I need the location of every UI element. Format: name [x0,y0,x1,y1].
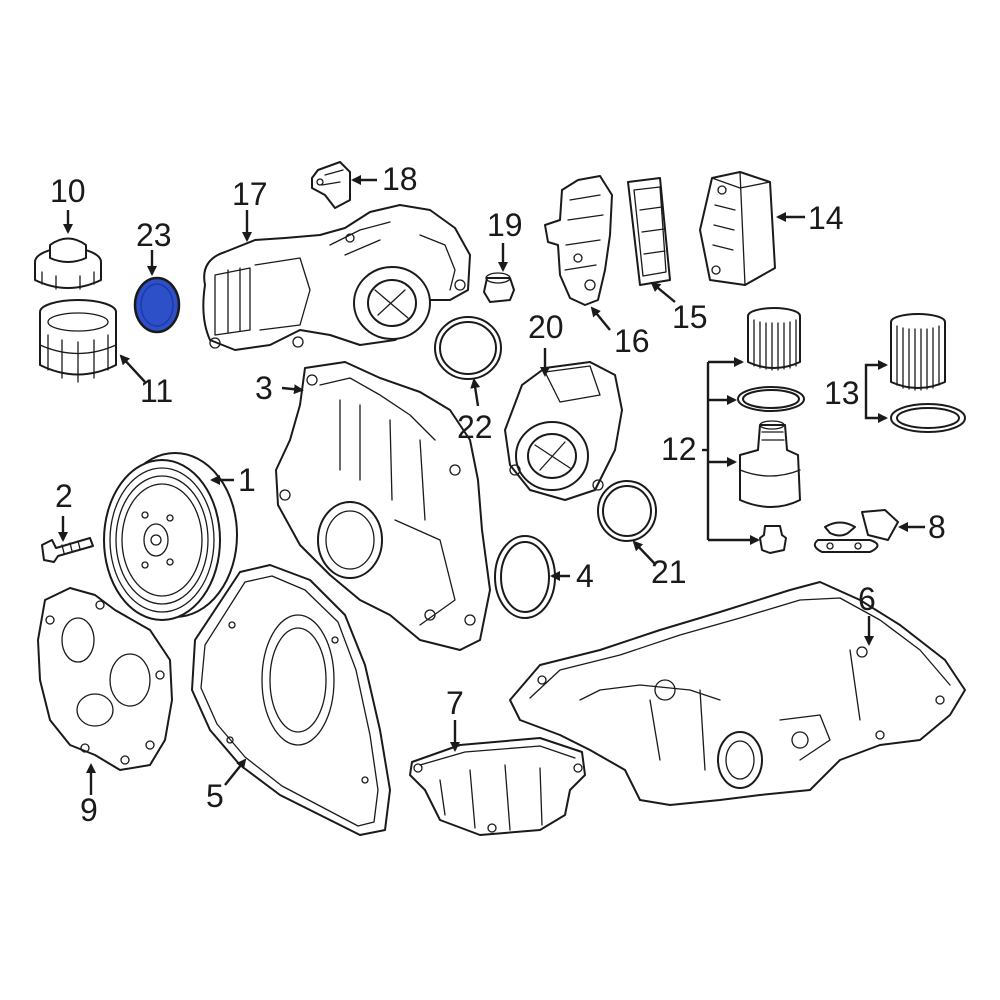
callout-20[interactable]: 20 [528,309,564,345]
part-7-oil-pan-lower[interactable] [409,737,586,836]
part-12-filter-element[interactable] [747,307,801,371]
callout-8[interactable]: 8 [928,509,946,545]
callout-9[interactable]: 9 [80,792,98,828]
callout-13[interactable]: 13 [824,375,860,411]
part-23-seal[interactable] [133,276,181,334]
callout-11[interactable]: 11 [140,373,173,409]
part-11-filler-neck[interactable] [39,299,117,383]
part-8-gaskets[interactable] [813,509,899,553]
part-6-oil-pan-upper[interactable] [509,581,966,806]
part-10-cap[interactable] [34,237,102,290]
callout-1[interactable]: 1 [238,462,256,498]
callout-21[interactable]: 21 [651,554,687,590]
callout-16[interactable]: 16 [614,323,650,359]
callout-15[interactable]: 15 [672,299,708,335]
part-21-gasket[interactable] [597,480,657,542]
callout-12[interactable]: 12 [661,431,697,467]
callout-17[interactable]: 17 [232,176,268,212]
part-12-o-ring[interactable] [737,386,805,412]
callout-6[interactable]: 6 [858,581,876,617]
callout-3[interactable]: 3 [255,370,273,406]
part-22-gasket[interactable] [434,316,502,380]
callout-2[interactable]: 2 [55,478,73,514]
part-15-filter-element[interactable] [627,177,671,286]
part-5-gasket[interactable] [191,564,391,836]
part-1-pulley[interactable] [103,452,238,621]
part-13-filter-element[interactable] [890,313,946,391]
part-12-filter-housing[interactable] [739,420,801,508]
part-17-intake-manifold[interactable] [202,204,471,351]
part-2-bolt[interactable] [41,537,94,563]
part-4-seal[interactable] [494,535,556,619]
part-18-sensor[interactable] [311,161,351,209]
part-16-bracket[interactable] [544,175,613,306]
part-3-front-cover[interactable] [275,361,491,651]
leader-lines [58,175,925,795]
callout-19[interactable]: 19 [487,207,523,243]
callout-22[interactable]: 22 [457,409,493,445]
callout-labels: 10 23 11 17 18 19 22 16 15 14 20 21 3 1 … [50,161,946,828]
part-20-throttle-body[interactable] [504,361,623,501]
part-13-o-ring[interactable] [890,403,966,433]
callout-14[interactable]: 14 [808,200,844,236]
part-19-plug[interactable] [483,272,515,303]
part-9-cover[interactable] [37,587,173,771]
callout-5[interactable]: 5 [206,778,224,814]
part-14-oil-cooler[interactable] [699,171,776,286]
callout-23[interactable]: 23 [136,217,172,253]
callout-4[interactable]: 4 [576,558,594,594]
part-12-drain-plug[interactable] [759,525,787,554]
callout-18[interactable]: 18 [382,161,418,197]
callout-7[interactable]: 7 [446,685,464,721]
callout-10[interactable]: 10 [50,173,86,209]
